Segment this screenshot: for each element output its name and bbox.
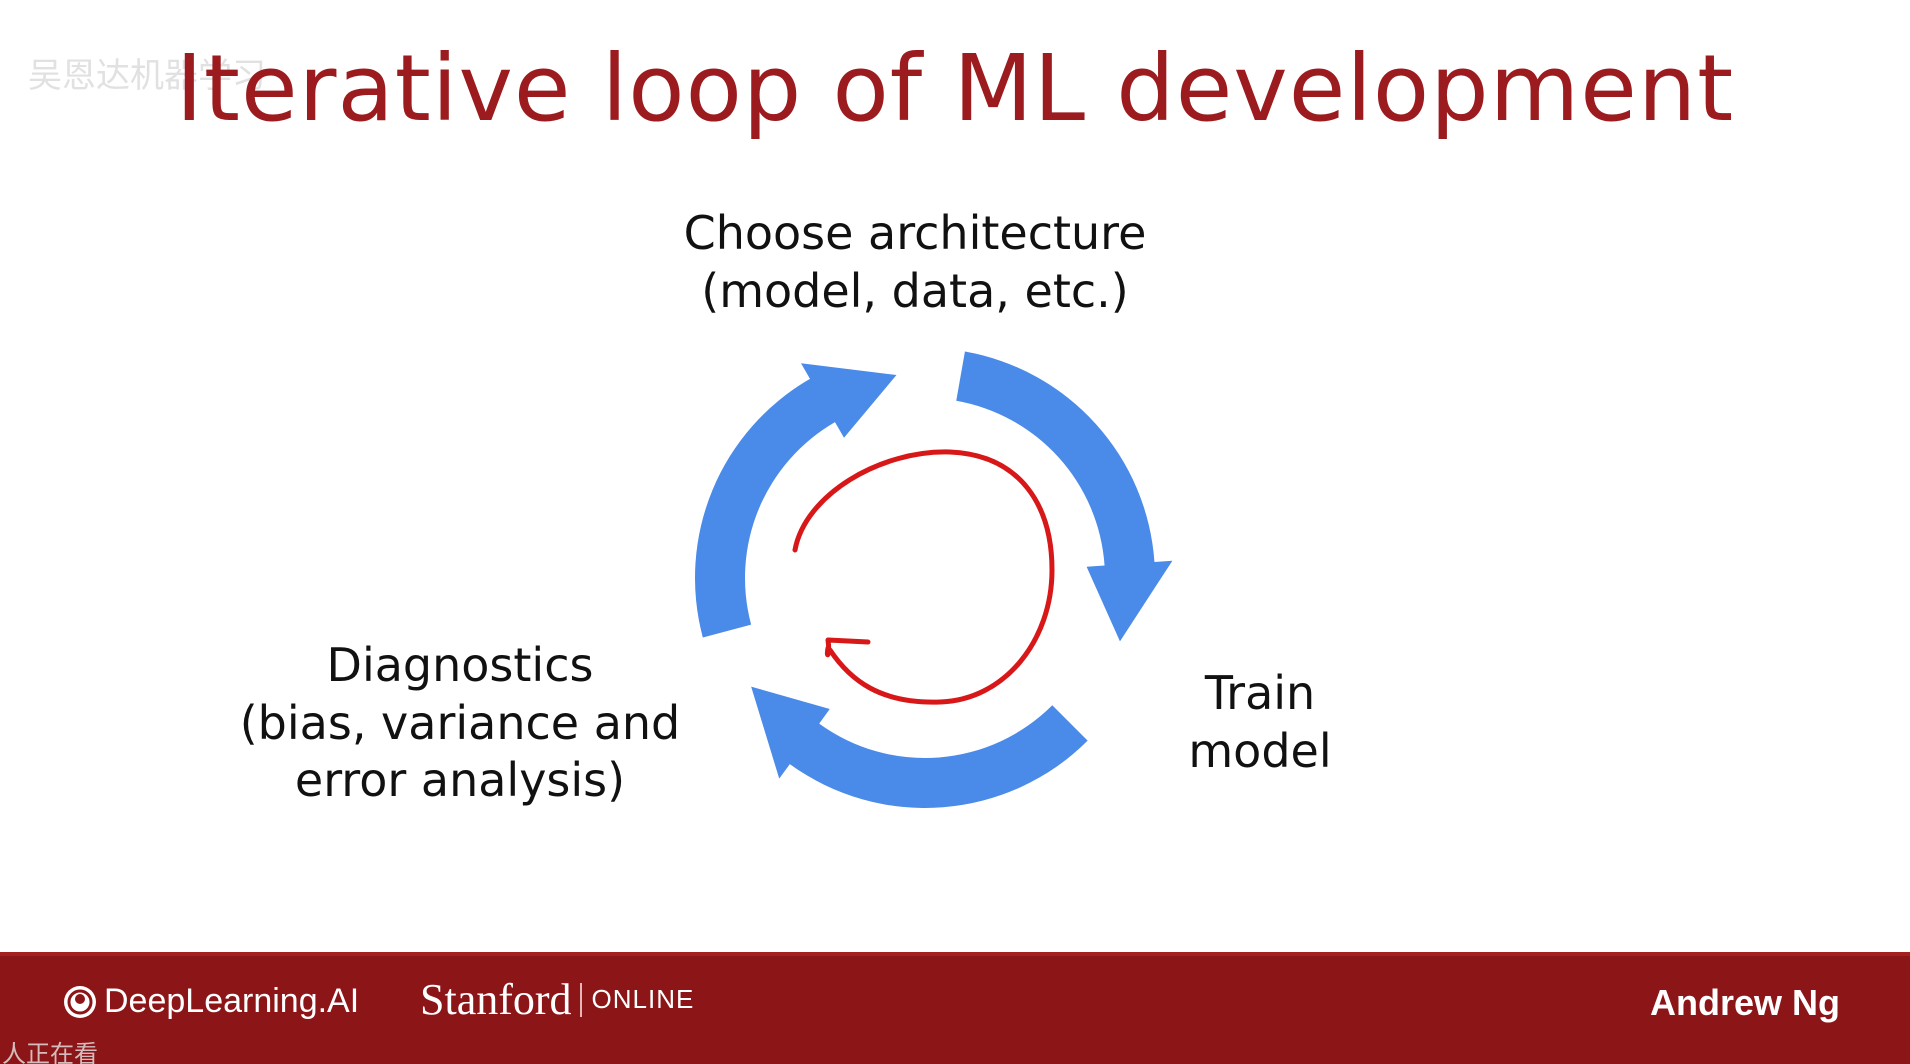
handdrawn-loop-annotation: [792, 449, 1055, 705]
slide-title: Iterative loop of ML development: [175, 35, 1735, 142]
cycle-arrow-to-train: [956, 351, 1173, 642]
node-diagnostics: Diagnostics (bias, variance and error an…: [190, 637, 730, 810]
viewer-caption: 人正在看: [2, 1040, 98, 1064]
node-choose-architecture-line-1: Choose architecture: [683, 206, 1147, 260]
node-diagnostics-line-2: (bias, variance and: [239, 695, 681, 750]
node-train-model-line-1: Train: [1204, 666, 1316, 720]
footer-bar: DeepLearning.AI Stanford ONLINE Andrew N…: [0, 952, 1910, 1064]
deeplearning-logo-icon: [64, 985, 96, 1018]
deeplearning-brand: DeepLearning.AI: [62, 982, 359, 1021]
node-choose-architecture: Choose architecture (model, data, etc.): [615, 205, 1215, 320]
node-diagnostics-line-1: Diagnostics: [326, 638, 594, 692]
cycle-arrows: [694, 351, 1173, 808]
node-train-model-line-2: model: [1188, 723, 1332, 778]
stanford-text: Stanford: [420, 975, 572, 1024]
stanford-divider: [579, 982, 582, 1017]
stanford-brand: Stanford ONLINE: [420, 974, 694, 1025]
author-name: Andrew Ng: [1649, 982, 1840, 1023]
deeplearning-text: DeepLearning.AI: [104, 982, 360, 1020]
watermark-text: 吴恩达机器学习: [28, 56, 266, 96]
node-diagnostics-line-3: error analysis): [294, 753, 626, 807]
cycle-arrow-to-diagnostics: [751, 686, 1088, 808]
stanford-online-text: ONLINE: [591, 984, 695, 1014]
node-choose-architecture-line-2: (model, data, etc.): [701, 263, 1129, 318]
cycle-arrow-to-architecture: [694, 363, 897, 638]
node-train-model: Train model: [1160, 665, 1360, 780]
